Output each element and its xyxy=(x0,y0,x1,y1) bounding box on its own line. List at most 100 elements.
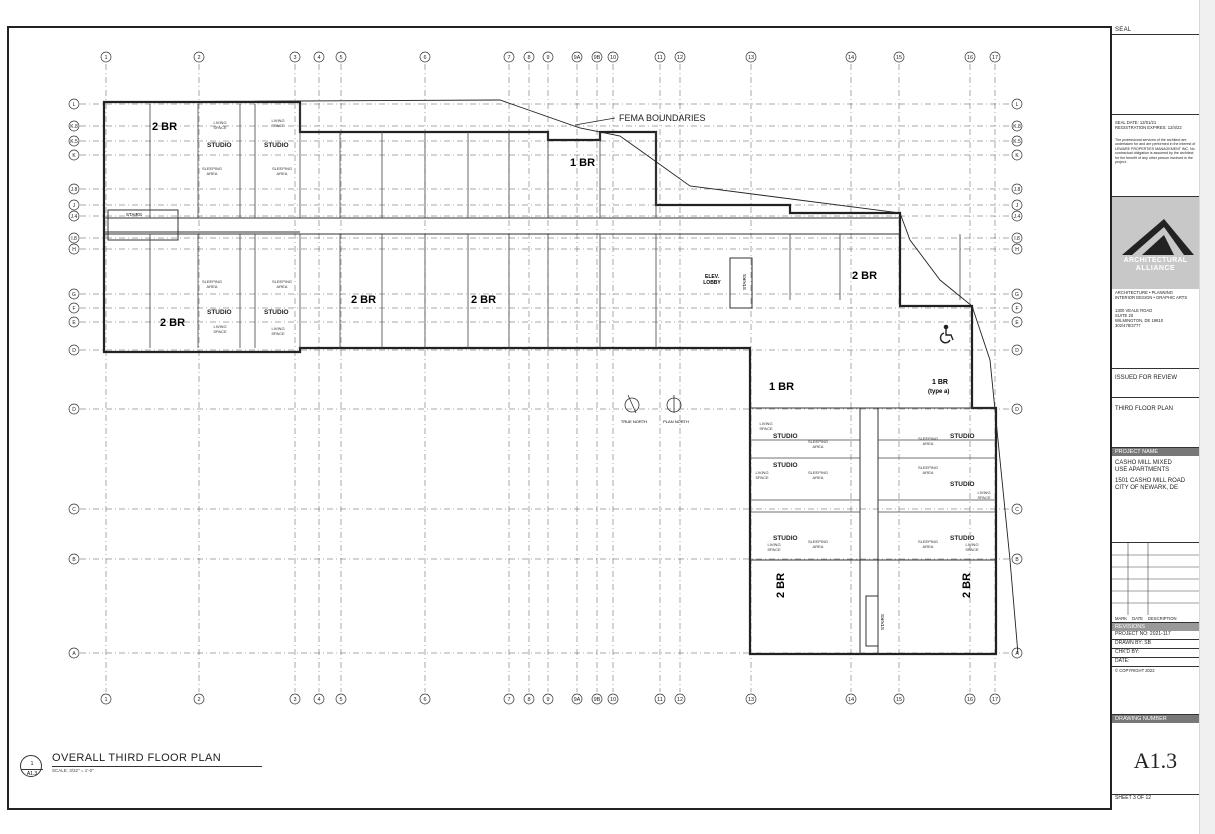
grid-bubble-label: K.5 xyxy=(70,139,78,145)
building-outline xyxy=(102,100,998,656)
grid-bubble-label: 6 xyxy=(423,697,426,703)
grid-bubble xyxy=(591,51,603,63)
unit-partitions xyxy=(149,104,996,513)
sleeping-label: AREA xyxy=(277,171,288,176)
grid-bubble xyxy=(289,51,301,63)
unit-label-2br-c2: 2 BR xyxy=(471,294,496,306)
grid-bubble xyxy=(68,302,80,314)
drawn-by: DRAWN BY: SB xyxy=(1112,640,1199,649)
grid-bubble xyxy=(68,149,80,161)
grid-bubble-label: 9B xyxy=(594,697,601,703)
grid-bubble xyxy=(607,51,619,63)
grid-bubble xyxy=(193,51,205,63)
grid-bubble xyxy=(571,51,583,63)
grid-bubble xyxy=(1011,503,1023,515)
grid-bubble xyxy=(68,288,80,300)
description-header: DESCRIPTION xyxy=(1147,616,1177,621)
grid-bubble xyxy=(1011,302,1023,314)
drawing-number: A1.3 xyxy=(1133,748,1178,773)
grid-bubble-label: 17 xyxy=(992,697,998,703)
grid-bubble-label: J.4 xyxy=(71,214,78,220)
grid-bubble xyxy=(523,693,535,705)
grid-bubble-label: 1 xyxy=(104,697,107,703)
firm-address-3: WILMINGTON, DE 19810 xyxy=(1115,318,1164,323)
grid-bubble-label: 11 xyxy=(657,697,663,703)
grid-bubble-label: J.4 xyxy=(1014,214,1021,220)
living-label: LIVING xyxy=(977,490,990,495)
drawing-tag-sheet: A1.3 xyxy=(26,771,38,777)
living-label: LIVING xyxy=(271,326,284,331)
grid-bubble xyxy=(964,693,976,705)
grid-bubble xyxy=(68,135,80,147)
sleeping-label: AREA xyxy=(923,544,934,549)
grid-bubble-label: 12 xyxy=(677,697,683,703)
grid-bubble xyxy=(68,344,80,356)
seal-area xyxy=(1112,35,1199,115)
grid-bubble xyxy=(68,232,80,244)
grid-bubble-label: 9A xyxy=(574,697,581,703)
grid-bubble-label: F xyxy=(72,306,75,312)
grid-bubble-label: I.8 xyxy=(1014,236,1020,242)
unit-label-2br-se: 2 BR xyxy=(961,573,973,598)
grid-bubble-label: 16 xyxy=(967,697,973,703)
sleeping-label: SLEEPING xyxy=(808,439,828,444)
living-label: LIVING xyxy=(755,470,768,475)
grid-bubble xyxy=(1011,288,1023,300)
drawing-number-label: DRAWING NUMBER xyxy=(1112,715,1199,723)
window-scrollbar[interactable] xyxy=(1199,0,1215,834)
grid-bubble-label: 6 xyxy=(423,55,426,61)
grid-bubble-label: 4 xyxy=(317,697,320,703)
title-block-panel: SEAL SEAL DATE: 12/01/21 REGISTRATION EX… xyxy=(1110,26,1199,810)
grid-bubble-label: 3 xyxy=(293,697,296,703)
project-line-2: USE APARTMENTS xyxy=(1115,467,1170,473)
grid-bubble xyxy=(542,693,554,705)
grid-bubble xyxy=(68,647,80,659)
stairs-label: STAIRS xyxy=(880,614,885,630)
unit-label-type-a: (type a) xyxy=(928,389,949,395)
grid-bubble-label: K xyxy=(72,153,76,159)
grid-bubble-label: 7 xyxy=(507,697,510,703)
grid-bubble-label: E xyxy=(1015,320,1019,326)
grid-bubble-label: 15 xyxy=(896,697,902,703)
grid-bubble xyxy=(591,693,603,705)
grid-bubble xyxy=(419,51,431,63)
drawing-title-block: 1 A1.3 OVERALL THIRD FLOOR PLAN SCALE: 3… xyxy=(20,752,262,782)
grid-bubble-label: J xyxy=(73,203,76,209)
grid-bubble-label: G xyxy=(72,292,76,298)
grid-bubble-label: J.8 xyxy=(1014,187,1021,193)
grid-bubble xyxy=(674,51,686,63)
grid-bubble-label: A xyxy=(72,651,76,657)
living-label: SPACE xyxy=(767,547,781,552)
grid-bubble-label: J xyxy=(1016,203,1019,209)
grid-bubble xyxy=(845,51,857,63)
grid-bubble-label: 13 xyxy=(748,55,754,61)
checked-by: CHK'D BY: xyxy=(1112,649,1199,658)
interior-walls xyxy=(104,209,996,654)
grid-bubble-label: 14 xyxy=(848,55,854,61)
true-north-icon xyxy=(624,394,640,414)
firm-address-1: 1300 VEALE ROAD xyxy=(1115,308,1153,313)
grid-bubble-label: D xyxy=(1015,348,1019,354)
living-label: SPACE xyxy=(965,547,979,552)
drawing-tag: 1 A1.3 xyxy=(20,755,43,777)
grid-bubble-label: G xyxy=(1015,292,1019,298)
unit-label-2br-nw: 2 BR xyxy=(152,121,177,133)
registration-expiry: REGISTRATION EXPIRES: 12/4/22 xyxy=(1115,125,1182,130)
grid-bubble xyxy=(1011,403,1023,415)
grid-bubble-label: 15 xyxy=(896,55,902,61)
sleeping-label: AREA xyxy=(813,444,824,449)
grid-bubble xyxy=(1011,647,1023,659)
plan-north-icon xyxy=(666,395,682,413)
true-north-label: TRUE NORTH xyxy=(621,419,647,424)
unit-label-2br-w: 2 BR xyxy=(160,317,185,329)
sleeping-label: AREA xyxy=(923,441,934,446)
mark-header: MARK xyxy=(1115,616,1128,621)
grid-bubble xyxy=(1011,149,1023,161)
grid-bubble-label: 13 xyxy=(748,697,754,703)
grid-bubble xyxy=(1011,183,1023,195)
date-header: DATE xyxy=(1132,616,1143,621)
living-label: SPACE xyxy=(213,329,227,334)
grid-bubble-label: 16 xyxy=(967,55,973,61)
revisions-label: REVISIONS xyxy=(1112,623,1199,631)
grid-bubble xyxy=(68,98,80,110)
